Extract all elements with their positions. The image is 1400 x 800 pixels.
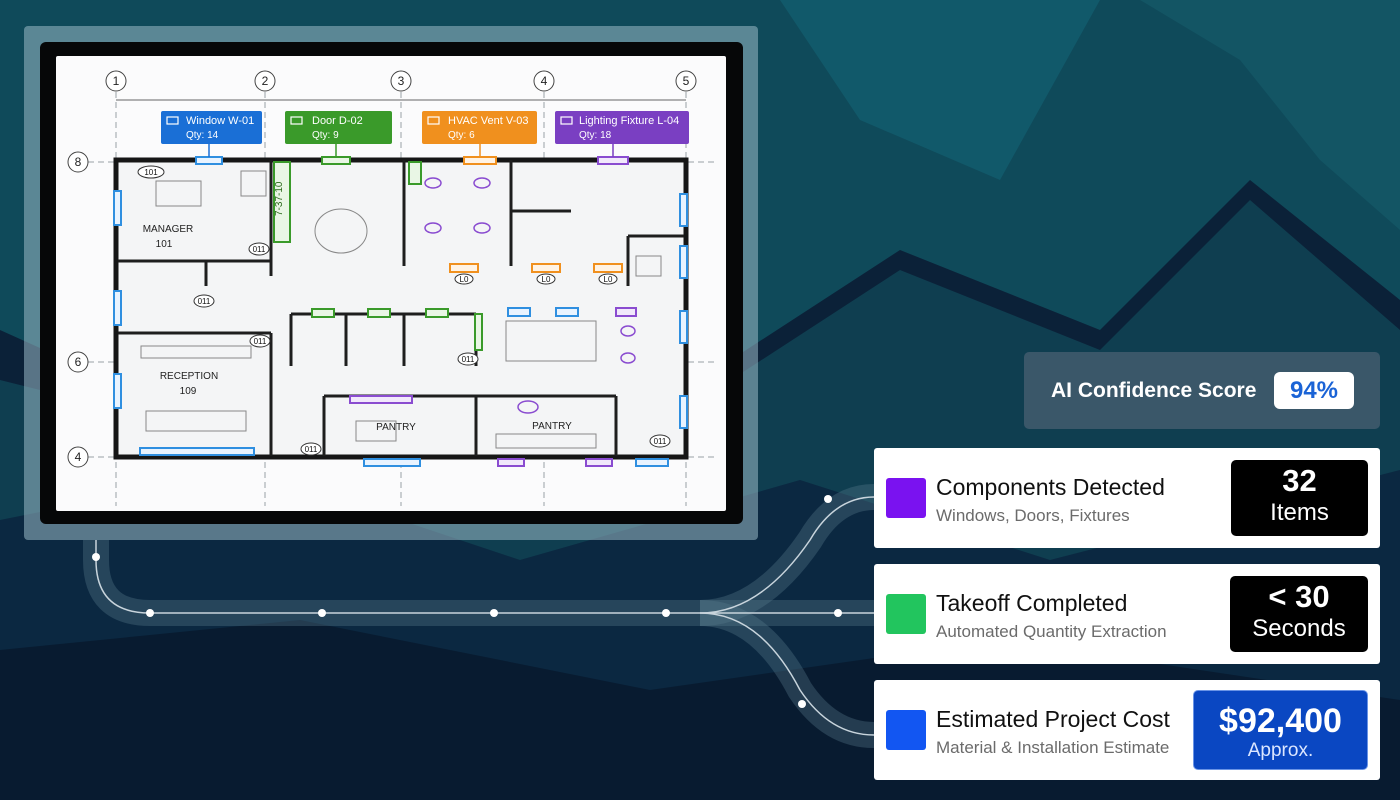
cost-metric: $92,400 Approx. [1193, 690, 1368, 770]
components-subtitle: Windows, Doors, Fixtures [936, 506, 1130, 525]
vent-icon [427, 116, 440, 125]
callout-door-name: Door D-02 [312, 115, 363, 127]
callout-door: Door D-02 Qty: 9 [285, 111, 392, 144]
lighting-markers [349, 156, 637, 467]
grid-col-4: 4 [541, 74, 548, 88]
cost-subtitle: Material & Installation Estimate [936, 738, 1170, 757]
takeoff-title: Takeoff Completed [936, 590, 1128, 616]
door-tag-5: 011 [305, 445, 318, 454]
callout-door-qty: Qty: 9 [312, 130, 339, 141]
callout-window-name: Window W-01 [186, 115, 254, 127]
tag-bubbles [137, 165, 671, 456]
door-icon [290, 116, 303, 125]
grid-col-5: 5 [683, 74, 690, 88]
takeoff-completed-card: Takeoff Completed Automated Quantity Ext… [874, 564, 1380, 664]
components-metric: 32 Items [1231, 460, 1368, 536]
grid-col-1: 1 [113, 74, 120, 88]
takeoff-metric-value: < 30 [1268, 579, 1330, 614]
door-tag-1: 011 [253, 245, 266, 254]
door-tag-3: 011 [254, 337, 267, 346]
room-manager-name: MANAGER [143, 224, 194, 235]
components-metric-unit: Items [1270, 499, 1329, 526]
exterior-walls [113, 157, 689, 460]
grid-bubbles [67, 70, 697, 468]
takeoff-swatch [886, 594, 926, 634]
cost-metric-value: $92,400 [1219, 702, 1342, 740]
window-icon [166, 116, 179, 125]
floor-plan: 1 2 3 4 5 8 6 4 [56, 56, 726, 511]
cost-swatch [886, 710, 926, 750]
window-markers [113, 156, 688, 467]
vent-markers [449, 156, 623, 273]
vent-tag-3: L0 [604, 275, 613, 284]
callout-leaders [208, 144, 614, 157]
components-title: Components Detected [936, 474, 1165, 500]
callout-window: Window W-01 Qty: 14 [161, 111, 262, 144]
callout-window-qty: Qty: 14 [186, 130, 219, 141]
floor-plan-drawing: 1 2 3 4 5 8 6 4 [67, 70, 716, 506]
callout-vent: HVAC Vent V-03 Qty: 6 [422, 111, 537, 144]
room-pantry-2-name: PANTRY [532, 421, 572, 432]
room-tag: 101 [144, 168, 158, 177]
callout-lighting: Lighting Fixture L-04 Qty: 18 [555, 111, 689, 144]
room-reception-name: RECEPTION [160, 371, 218, 382]
estimated-cost-card: Estimated Project Cost Material & Instal… [874, 680, 1380, 780]
grid-row-4: 4 [75, 450, 82, 464]
vent-tag-2: L0 [542, 275, 551, 284]
grid-row-8: 8 [75, 155, 82, 169]
door-markers [273, 156, 483, 351]
ai-confidence-label: AI Confidence Score [1051, 379, 1257, 402]
cost-title: Estimated Project Cost [936, 706, 1170, 732]
room-pantry-1-name: PANTRY [376, 422, 416, 433]
callout-vent-qty: Qty: 6 [448, 130, 475, 141]
room-manager-number: 101 [156, 239, 173, 250]
lighting-icon [560, 116, 573, 125]
takeoff-subtitle: Automated Quantity Extraction [936, 622, 1167, 641]
connector-network [83, 484, 875, 748]
callout-lighting-qty: Qty: 18 [579, 130, 612, 141]
components-metric-value: 32 [1282, 463, 1317, 498]
grid-row-6: 6 [75, 355, 82, 369]
door-tag-2: 011 [198, 297, 211, 306]
takeoff-metric-unit: Seconds [1252, 615, 1346, 642]
door-tag-4: 011 [462, 355, 475, 364]
grid-col-2: 2 [262, 74, 269, 88]
wall-label: 7-37-10 [274, 181, 285, 216]
callout-vent-name: HVAC Vent V-03 [448, 115, 529, 127]
furniture [140, 170, 662, 449]
components-swatch [886, 478, 926, 518]
door-tag-6: 011 [654, 437, 667, 446]
cost-metric-unit: Approx. [1247, 740, 1314, 761]
ai-confidence-panel: AI Confidence Score 94% [1024, 352, 1380, 429]
ai-confidence-value: 94% [1274, 372, 1354, 409]
room-reception-number: 109 [180, 386, 197, 397]
takeoff-metric: < 30 Seconds [1230, 576, 1368, 652]
callout-lighting-name: Lighting Fixture L-04 [579, 115, 679, 127]
components-detected-card: Components Detected Windows, Doors, Fixt… [874, 448, 1380, 548]
vent-tag-1: L0 [460, 275, 469, 284]
grid-col-3: 3 [398, 74, 405, 88]
